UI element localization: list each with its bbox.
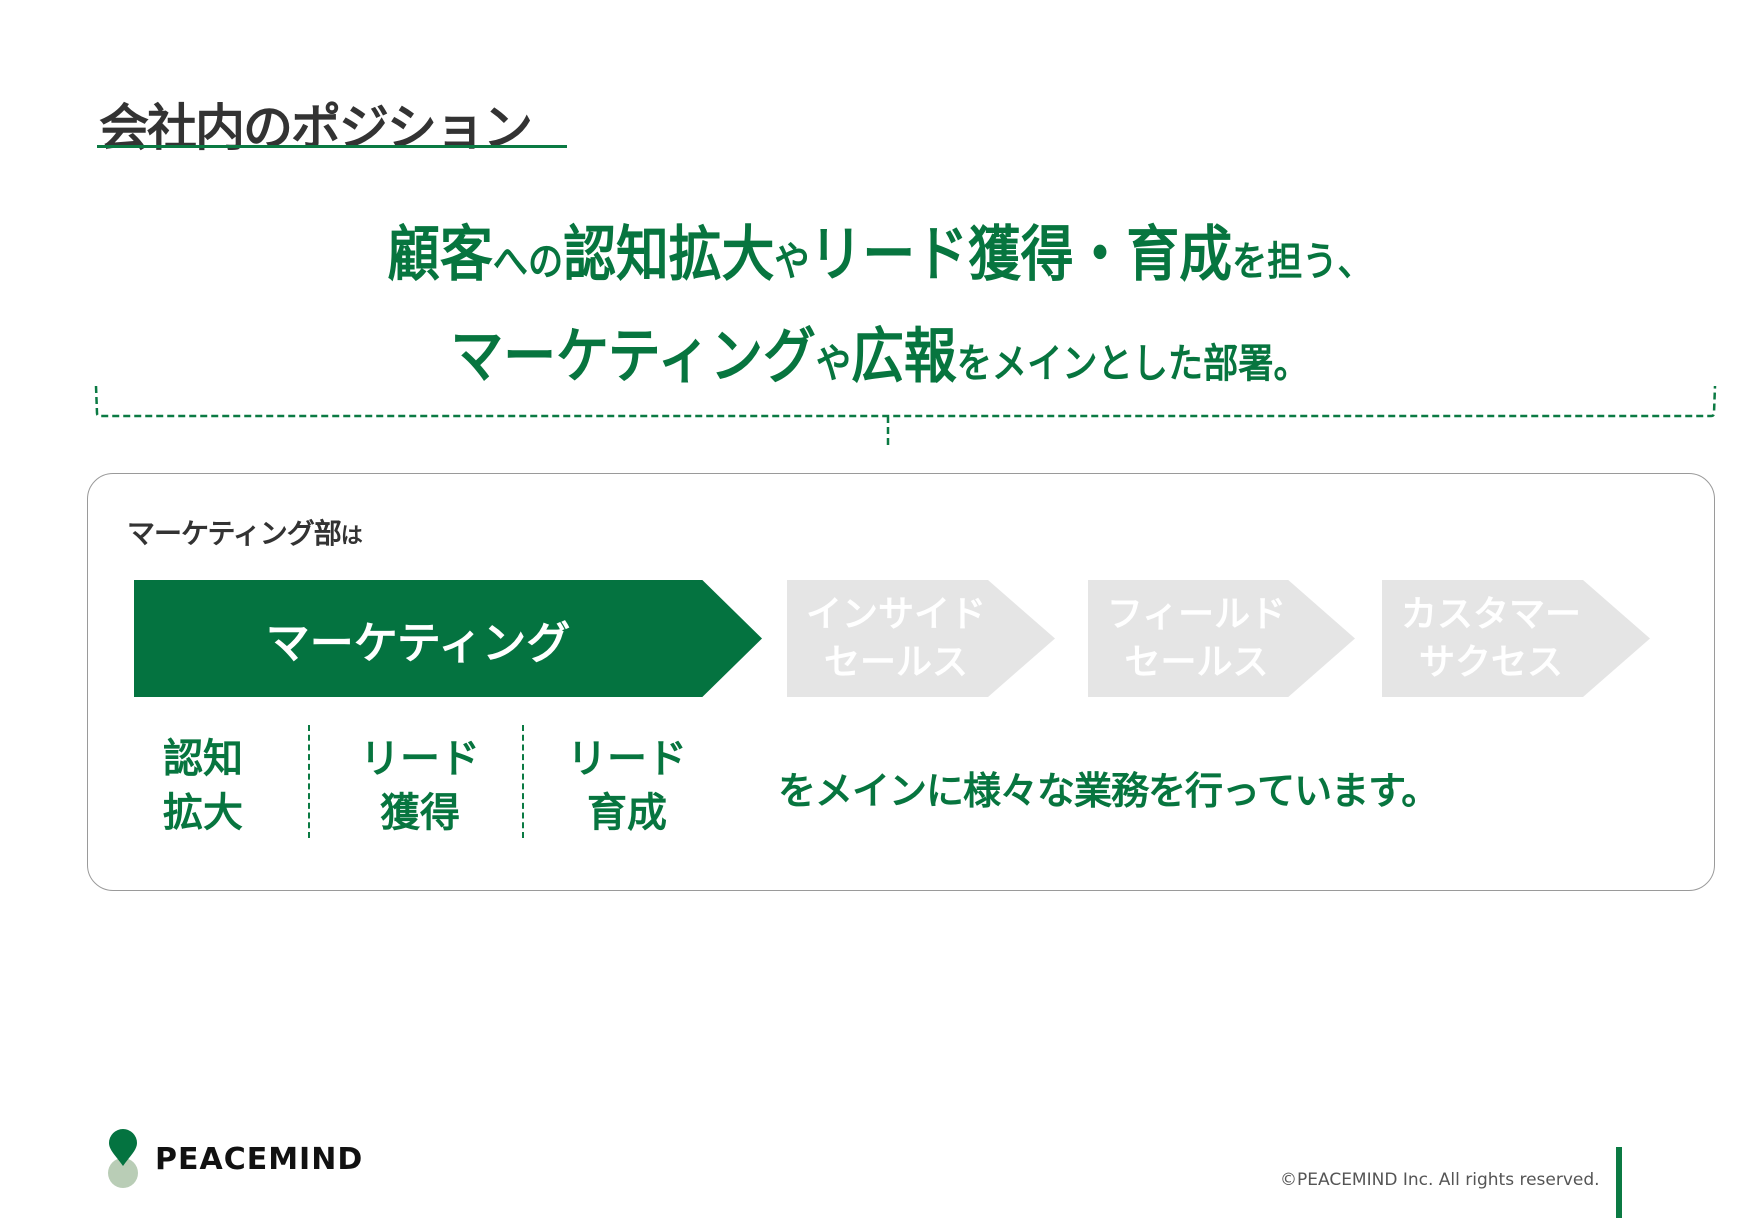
- peacemind-logo-icon: [108, 1129, 138, 1188]
- marketing-department-box: [87, 473, 1715, 891]
- copyright: ©PEACEMIND Inc. All rights reserved.: [1280, 1170, 1600, 1190]
- logo-text: PEACEMIND: [155, 1142, 364, 1177]
- task-awareness: 認知 拡大: [163, 736, 243, 836]
- task-divider: [522, 725, 524, 838]
- box-label: マーケティング部は: [127, 512, 363, 552]
- headline-segment: への: [492, 239, 564, 285]
- headline-segment: や: [816, 341, 852, 387]
- dashed-bracket: [94, 385, 1717, 446]
- headline-segment: リード獲得・育成: [809, 220, 1232, 290]
- box-sentence: をメインに様々な業務を行っています。: [778, 769, 1439, 813]
- step-inside-sales: インサイド セールス: [787, 580, 1055, 697]
- task-divider: [308, 725, 310, 838]
- footer-accent-bar: [1616, 1147, 1622, 1218]
- task-lead-nurturing: リード 育成: [567, 736, 687, 836]
- title-underline: [97, 145, 567, 148]
- headline-line-1: 顧客への認知拡大やリード獲得・育成を担う、: [0, 206, 1760, 293]
- headline-segment: や: [774, 239, 810, 285]
- headline-segment: をメインとした部署。: [957, 341, 1310, 387]
- step-field-sales: フィールド セールス: [1088, 580, 1355, 697]
- box-label-suffix: は: [340, 524, 363, 549]
- task-lead-acquisition: リード 獲得: [360, 736, 480, 836]
- step-marketing: マーケティング: [134, 580, 762, 697]
- box-label-main: マーケティング部: [127, 517, 342, 550]
- headline-segment: 顧客: [387, 220, 493, 290]
- headline-segment: 認知拡大: [563, 220, 775, 290]
- headline-segment: 広報: [851, 322, 958, 392]
- headline-segment: を担う、: [1232, 239, 1373, 285]
- headline-segment: マーケティング: [450, 322, 817, 392]
- headline-line-2: マーケティングや広報をメインとした部署。: [0, 308, 1760, 395]
